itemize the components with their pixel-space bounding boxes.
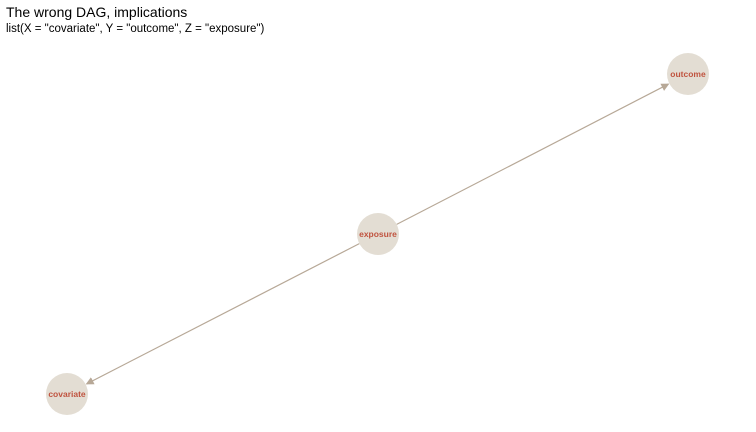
page-subtitle: list(X = "covariate", Y = "outcome", Z =…: [6, 23, 265, 35]
edge-exposure-to-outcome: [396, 83, 670, 225]
node-label-exposure: exposure: [359, 229, 397, 239]
node-exposure: exposure: [357, 213, 399, 255]
node-outcome: outcome: [667, 53, 709, 95]
page-title: The wrong DAG, implications: [6, 4, 188, 20]
edge-exposure-to-covariate: [85, 243, 360, 385]
edges-layer: [85, 83, 670, 385]
node-circle-exposure: [357, 213, 399, 255]
nodes-layer: exposure outcome covariate: [46, 53, 709, 415]
node-label-covariate: covariate: [48, 389, 86, 399]
node-covariate: covariate: [46, 373, 88, 415]
node-circle-outcome: [667, 53, 709, 95]
node-circle-covariate: [46, 373, 88, 415]
node-label-outcome: outcome: [670, 69, 706, 79]
